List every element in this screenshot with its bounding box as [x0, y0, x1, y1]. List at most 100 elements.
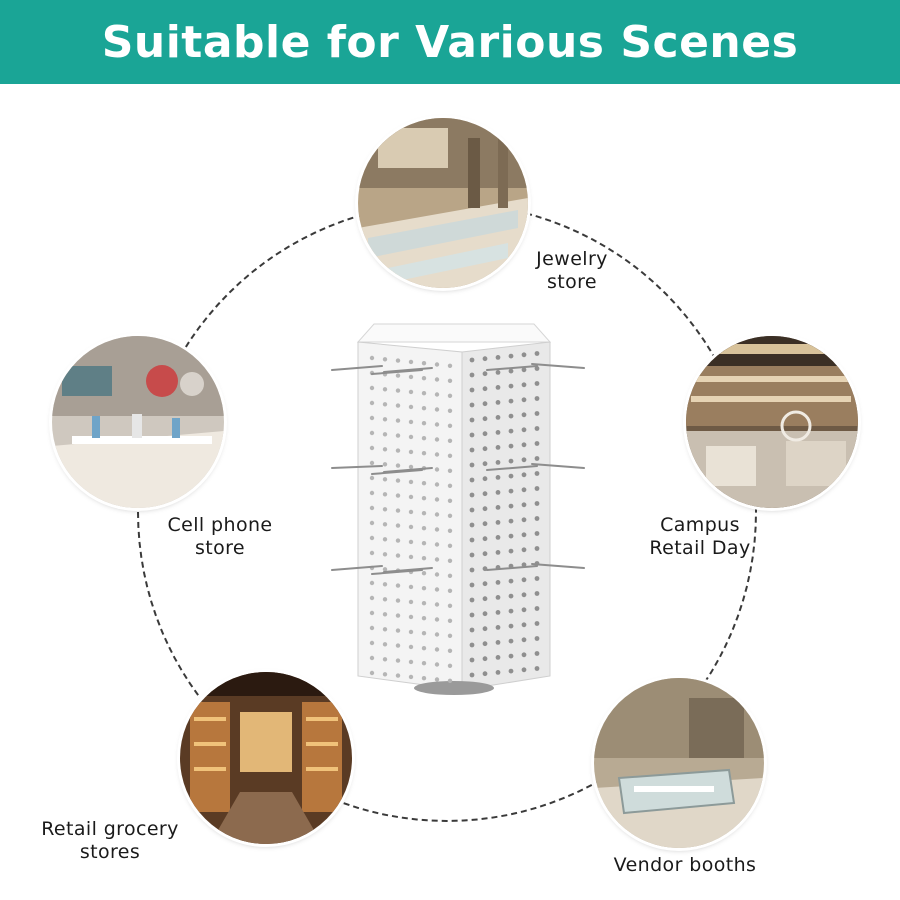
pegboard-hole — [495, 625, 501, 630]
pegboard-hole — [521, 412, 527, 418]
pegboard-hole — [408, 464, 414, 470]
pegboard-hole — [395, 493, 401, 498]
display-hook — [531, 463, 585, 469]
pegboard-hole — [434, 407, 440, 412]
pegboard-hole — [382, 582, 388, 587]
pegboard-hole — [434, 677, 440, 682]
pegboard-hole — [508, 638, 514, 644]
pegboard-hole — [521, 502, 527, 508]
pegboard-hole — [534, 531, 540, 536]
pegboard-hole — [434, 437, 440, 442]
pegboard-hole — [408, 614, 414, 620]
pegboard-hole — [434, 572, 440, 577]
pegboard-hole — [434, 482, 440, 487]
pegboard-hole — [434, 602, 440, 607]
pegboard-hole — [434, 647, 440, 652]
pegboard-hole — [521, 547, 527, 553]
pegboard-hole — [408, 389, 414, 395]
pegboard-hole — [395, 403, 401, 408]
pegboard-hole — [434, 497, 440, 502]
pegboard-hole — [534, 546, 540, 551]
pegboard-hole — [447, 513, 453, 518]
pegboard-hole — [434, 542, 440, 547]
pegboard-hole — [447, 498, 453, 503]
pegboard-hole — [408, 539, 414, 545]
pegboard-hole — [534, 666, 540, 671]
pegboard-hole — [369, 550, 375, 556]
pegboard-hole — [521, 607, 527, 613]
pegboard-hole — [447, 378, 453, 383]
pegboard-hole — [421, 436, 427, 441]
pegboard-hole — [369, 460, 375, 466]
pegboard-hole — [382, 492, 388, 497]
pegboard-hole — [508, 458, 514, 464]
pegboard-hole — [369, 400, 375, 406]
pegboard-hole — [495, 475, 501, 480]
pegboard-hole — [469, 417, 475, 423]
pegboard-hole — [408, 404, 414, 410]
pegboard-hole — [421, 661, 427, 666]
pegboard-hole — [395, 643, 401, 648]
pegboard-hole — [369, 520, 375, 526]
pegboard-hole — [382, 612, 388, 617]
pegboard-hole — [469, 492, 475, 498]
pegboard-hole — [508, 428, 514, 434]
pegboard-hole — [534, 576, 540, 581]
pegboard-hole — [434, 662, 440, 667]
pegboard-hole — [408, 584, 414, 590]
pegboard-hole — [408, 554, 414, 560]
pegboard-hole — [495, 430, 501, 435]
pegboard-hole — [382, 672, 388, 677]
pegboard-hole — [382, 597, 388, 602]
pegboard-hole — [382, 447, 388, 452]
pegboard-hole — [521, 577, 527, 583]
pegboard-hole — [447, 438, 453, 443]
pegboard-hole — [447, 528, 453, 533]
pegboard-hole — [447, 588, 453, 593]
pegboard-hole — [434, 617, 440, 622]
pegboard-hole — [395, 538, 401, 543]
pegboard-hole — [508, 413, 514, 419]
pegboard-hole — [395, 358, 401, 363]
pegboard-hole — [434, 467, 440, 472]
pegboard-hole — [421, 676, 427, 681]
pegboard-hole — [508, 653, 514, 659]
pegboard-hole — [434, 632, 440, 637]
pegboard-hole — [408, 449, 414, 455]
pegboard-hole — [382, 507, 388, 512]
pegboard-hole — [434, 377, 440, 382]
pegboard-hole — [447, 483, 453, 488]
pegboard-hole — [521, 427, 527, 433]
pegboard-hole — [447, 648, 453, 653]
pegboard-hole — [469, 537, 475, 543]
pegboard-hole — [469, 567, 475, 573]
pegboard-hole — [369, 415, 375, 421]
pegboard-hole — [469, 627, 475, 633]
pegboard-hole — [395, 613, 401, 618]
pegboard-hole — [434, 527, 440, 532]
pegboard-hole — [408, 419, 414, 425]
pegboard-hole — [382, 402, 388, 407]
pegboard-hole — [395, 553, 401, 558]
pegboard-hole — [408, 494, 414, 500]
display-hook — [371, 569, 423, 575]
pegboard-hole — [482, 491, 488, 497]
pegboard-hole — [382, 627, 388, 632]
pegboard-hole — [447, 453, 453, 458]
pegboard-hole — [421, 481, 427, 486]
pegboard-hole — [447, 363, 453, 368]
pegboard-hole — [495, 550, 501, 555]
pegboard-hole — [382, 552, 388, 557]
pegboard-hole — [395, 508, 401, 513]
pegboard-hole — [434, 557, 440, 562]
pegboard-hole — [521, 382, 527, 388]
pegboard-hole — [421, 421, 427, 426]
pegboard-hole — [421, 571, 427, 576]
campus-retail-photo — [686, 336, 858, 508]
pegboard-hole — [521, 637, 527, 643]
pegboard-hole — [495, 370, 501, 375]
pegboard-hole — [369, 355, 375, 361]
pegboard-hole — [447, 618, 453, 623]
